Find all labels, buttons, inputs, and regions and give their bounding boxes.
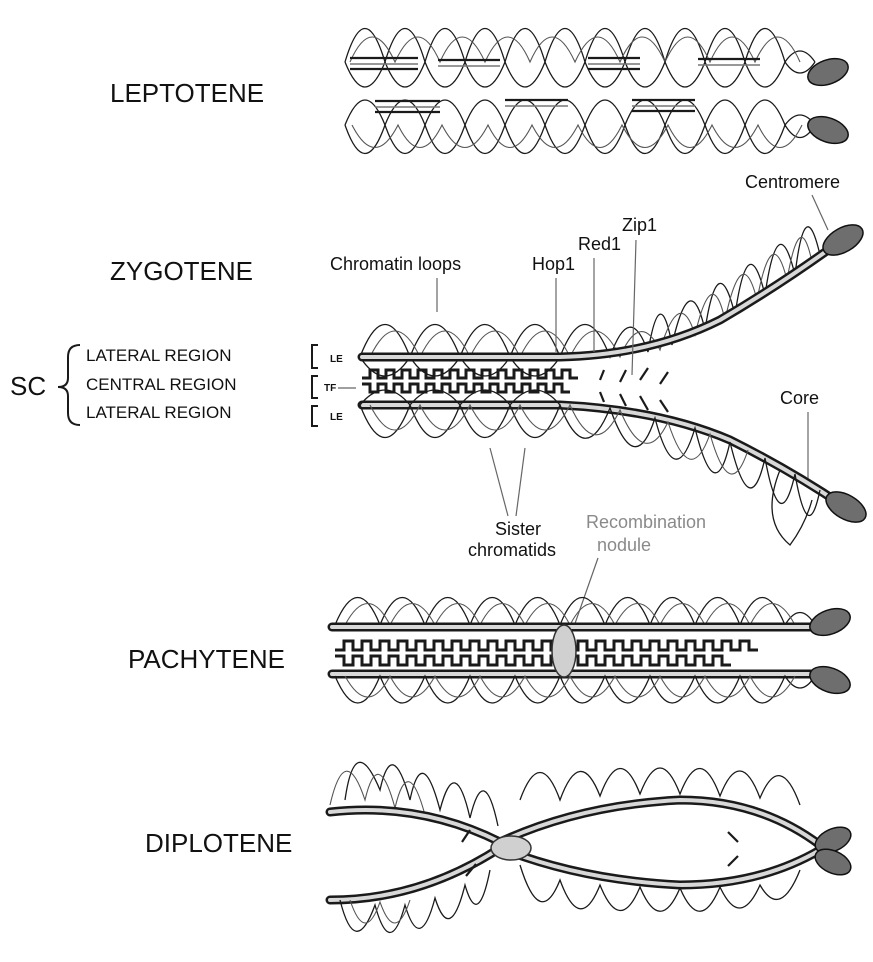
nodule-annotation: nodule (597, 535, 651, 555)
zygotene-figure: ZYGOTENE SC LATERAL REGION CENTRAL REGIO… (10, 172, 871, 632)
centromere-icon (806, 662, 854, 699)
centromere-icon (804, 112, 852, 149)
zip1-annotation: Zip1 (622, 215, 657, 235)
tf-label: TF (324, 383, 336, 394)
centromere-annotation: Centromere (745, 172, 840, 192)
le-top-label: LE (330, 354, 343, 365)
red1-annotation: Red1 (578, 234, 621, 254)
lower-axial-core (362, 405, 842, 505)
diplotene-label: DIPLOTENE (145, 828, 292, 858)
chromatids-annotation: chromatids (468, 540, 556, 560)
recombination-nodule (552, 625, 576, 677)
lateral-region-bottom-label: LATERAL REGION (86, 403, 231, 422)
recombination-annotation: Recombination (586, 512, 706, 532)
transverse-filaments (362, 370, 578, 378)
sc-label: SC (10, 371, 46, 401)
centromere-icon (804, 54, 852, 91)
hop1-annotation: Hop1 (532, 254, 575, 274)
sister-annotation: Sister (495, 519, 541, 539)
pachytene-label: PACHYTENE (128, 644, 285, 674)
zygotene-label: ZYGOTENE (110, 256, 253, 286)
sc-brace (58, 345, 80, 425)
pachytene-figure: PACHYTENE (128, 598, 854, 704)
lateral-region-top-label: LATERAL REGION (86, 346, 231, 365)
leptotene-chromosome-bottom (345, 100, 852, 154)
diplotene-figure: DIPLOTENE (145, 762, 855, 932)
core-annotation: Core (780, 388, 819, 408)
chiasma-nodule (491, 836, 531, 860)
centromere-icon (806, 604, 854, 641)
leptotene-chromosome-top (345, 29, 852, 91)
central-region-label: CENTRAL REGION (86, 375, 237, 394)
chromatin-loops-annotation: Chromatin loops (330, 254, 461, 274)
leptotene-figure: LEPTOTENE (110, 29, 852, 154)
le-bottom-label: LE (330, 412, 343, 423)
leptotene-label: LEPTOTENE (110, 78, 264, 108)
